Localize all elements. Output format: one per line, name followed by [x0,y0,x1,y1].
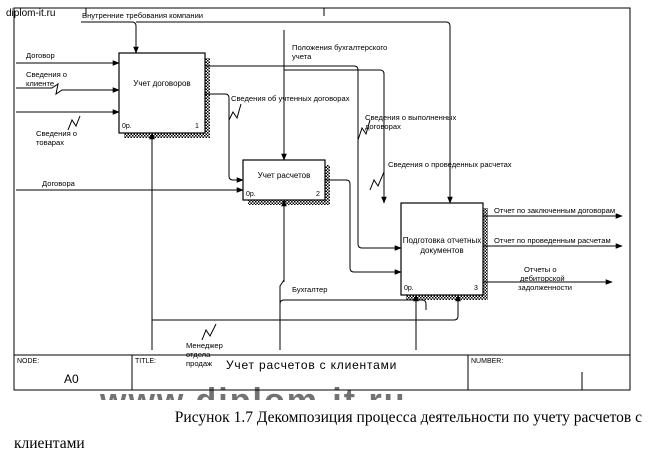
watermark-top: diplom-it.ru [6,8,55,19]
figure-caption-line-2: клиентами [14,435,85,452]
label-goods-info-2: товарах [36,138,64,147]
figure-caption-line-1: Рисунок 1.7 Декомпозиция процесса деятел… [174,409,642,426]
label-settlements-info: Сведения о проведенных расчетах [388,160,512,169]
arrow-accounting-regulations[interactable] [281,30,387,204]
label-client-info-2: клиенте [26,79,54,88]
label-accounting-1: Положения бухгалтерского [292,43,387,52]
arrow-internal-requirements[interactable] [81,21,453,204]
diagram-footer [14,354,630,390]
activity-box-2-number: 2 [316,191,320,198]
label-goods-info-1: Сведения о [36,129,77,138]
label-completed-contracts-2: договорах [365,122,401,131]
label-manager-3: продаж [186,359,213,368]
activity-box-3-number: 3 [474,285,478,292]
arrow-input-goods-info[interactable] [16,109,120,131]
watermark-bottom: www.diplom-it.ru [99,382,407,400]
label-completed-contracts-1: Сведения о выполненных [365,113,456,122]
activity-box-3-label-1: Подготовка отчетных [403,236,481,245]
arrow-mech-accountant[interactable] [279,279,427,350]
activity-box-1-number: 1 [195,123,199,130]
idef0-diagram: diplom-it.ru Учет договоров 0р. 1 Учет р… [6,7,631,400]
label-internal-requirements: Внутренние требования компании [82,11,203,20]
activity-box-3-corner-left: 0р. [404,285,414,292]
arrow-input-client-info[interactable] [16,82,120,96]
label-settlements-report: Отчет по проведенным расчетам [494,236,611,245]
label-contracts-info: Сведения об учтенных договорах [231,94,350,103]
footer-title-label: TITLE: [135,358,156,365]
label-input-contract: Договор [26,51,55,60]
label-contracts: Договора [42,179,76,188]
activity-box-3[interactable]: Подготовка отчетных документов 0р. 3 [400,202,488,300]
label-accountant: Бухгалтер [292,285,328,294]
activity-box-1[interactable]: Учет договоров 0р. 1 [118,52,210,138]
frame-border [13,7,631,391]
arrow-settlements-info[interactable] [325,171,402,275]
activity-box-2[interactable]: Учет расчетов 0р. 2 [242,159,330,205]
arrow-contracts-info[interactable] [205,65,402,251]
activity-box-2-label: Учет расчетов [258,171,311,180]
label-receivables-2: дебиторской [520,274,565,283]
label-receivables-3: задолженности [518,283,572,292]
footer-node-label: NODE: [17,358,39,365]
footer-title-value: Учет расчетов с клиентами [226,358,397,372]
activity-box-3-label-2: документов [420,246,463,255]
arrow-mech-manager[interactable] [149,132,461,350]
label-receivables-1: Отчеты о [524,265,557,274]
footer-node-value: A0 [64,372,79,386]
footer-number-label: NUMBER: [471,358,503,365]
activity-box-2-corner-left: 0р. [246,191,256,198]
label-manager-1: Менеджер [186,341,223,350]
label-contracts-report: Отчет по заключенным договорам [494,206,615,215]
label-client-info-1: Сведения о [26,70,67,79]
activity-box-1-corner-left: 0р. [122,123,132,130]
activity-box-1-label: Учет договоров [133,79,190,88]
label-accounting-2: учета [292,52,312,61]
figure-caption: Рисунок 1.7 Декомпозиция процесса деятел… [14,405,642,457]
